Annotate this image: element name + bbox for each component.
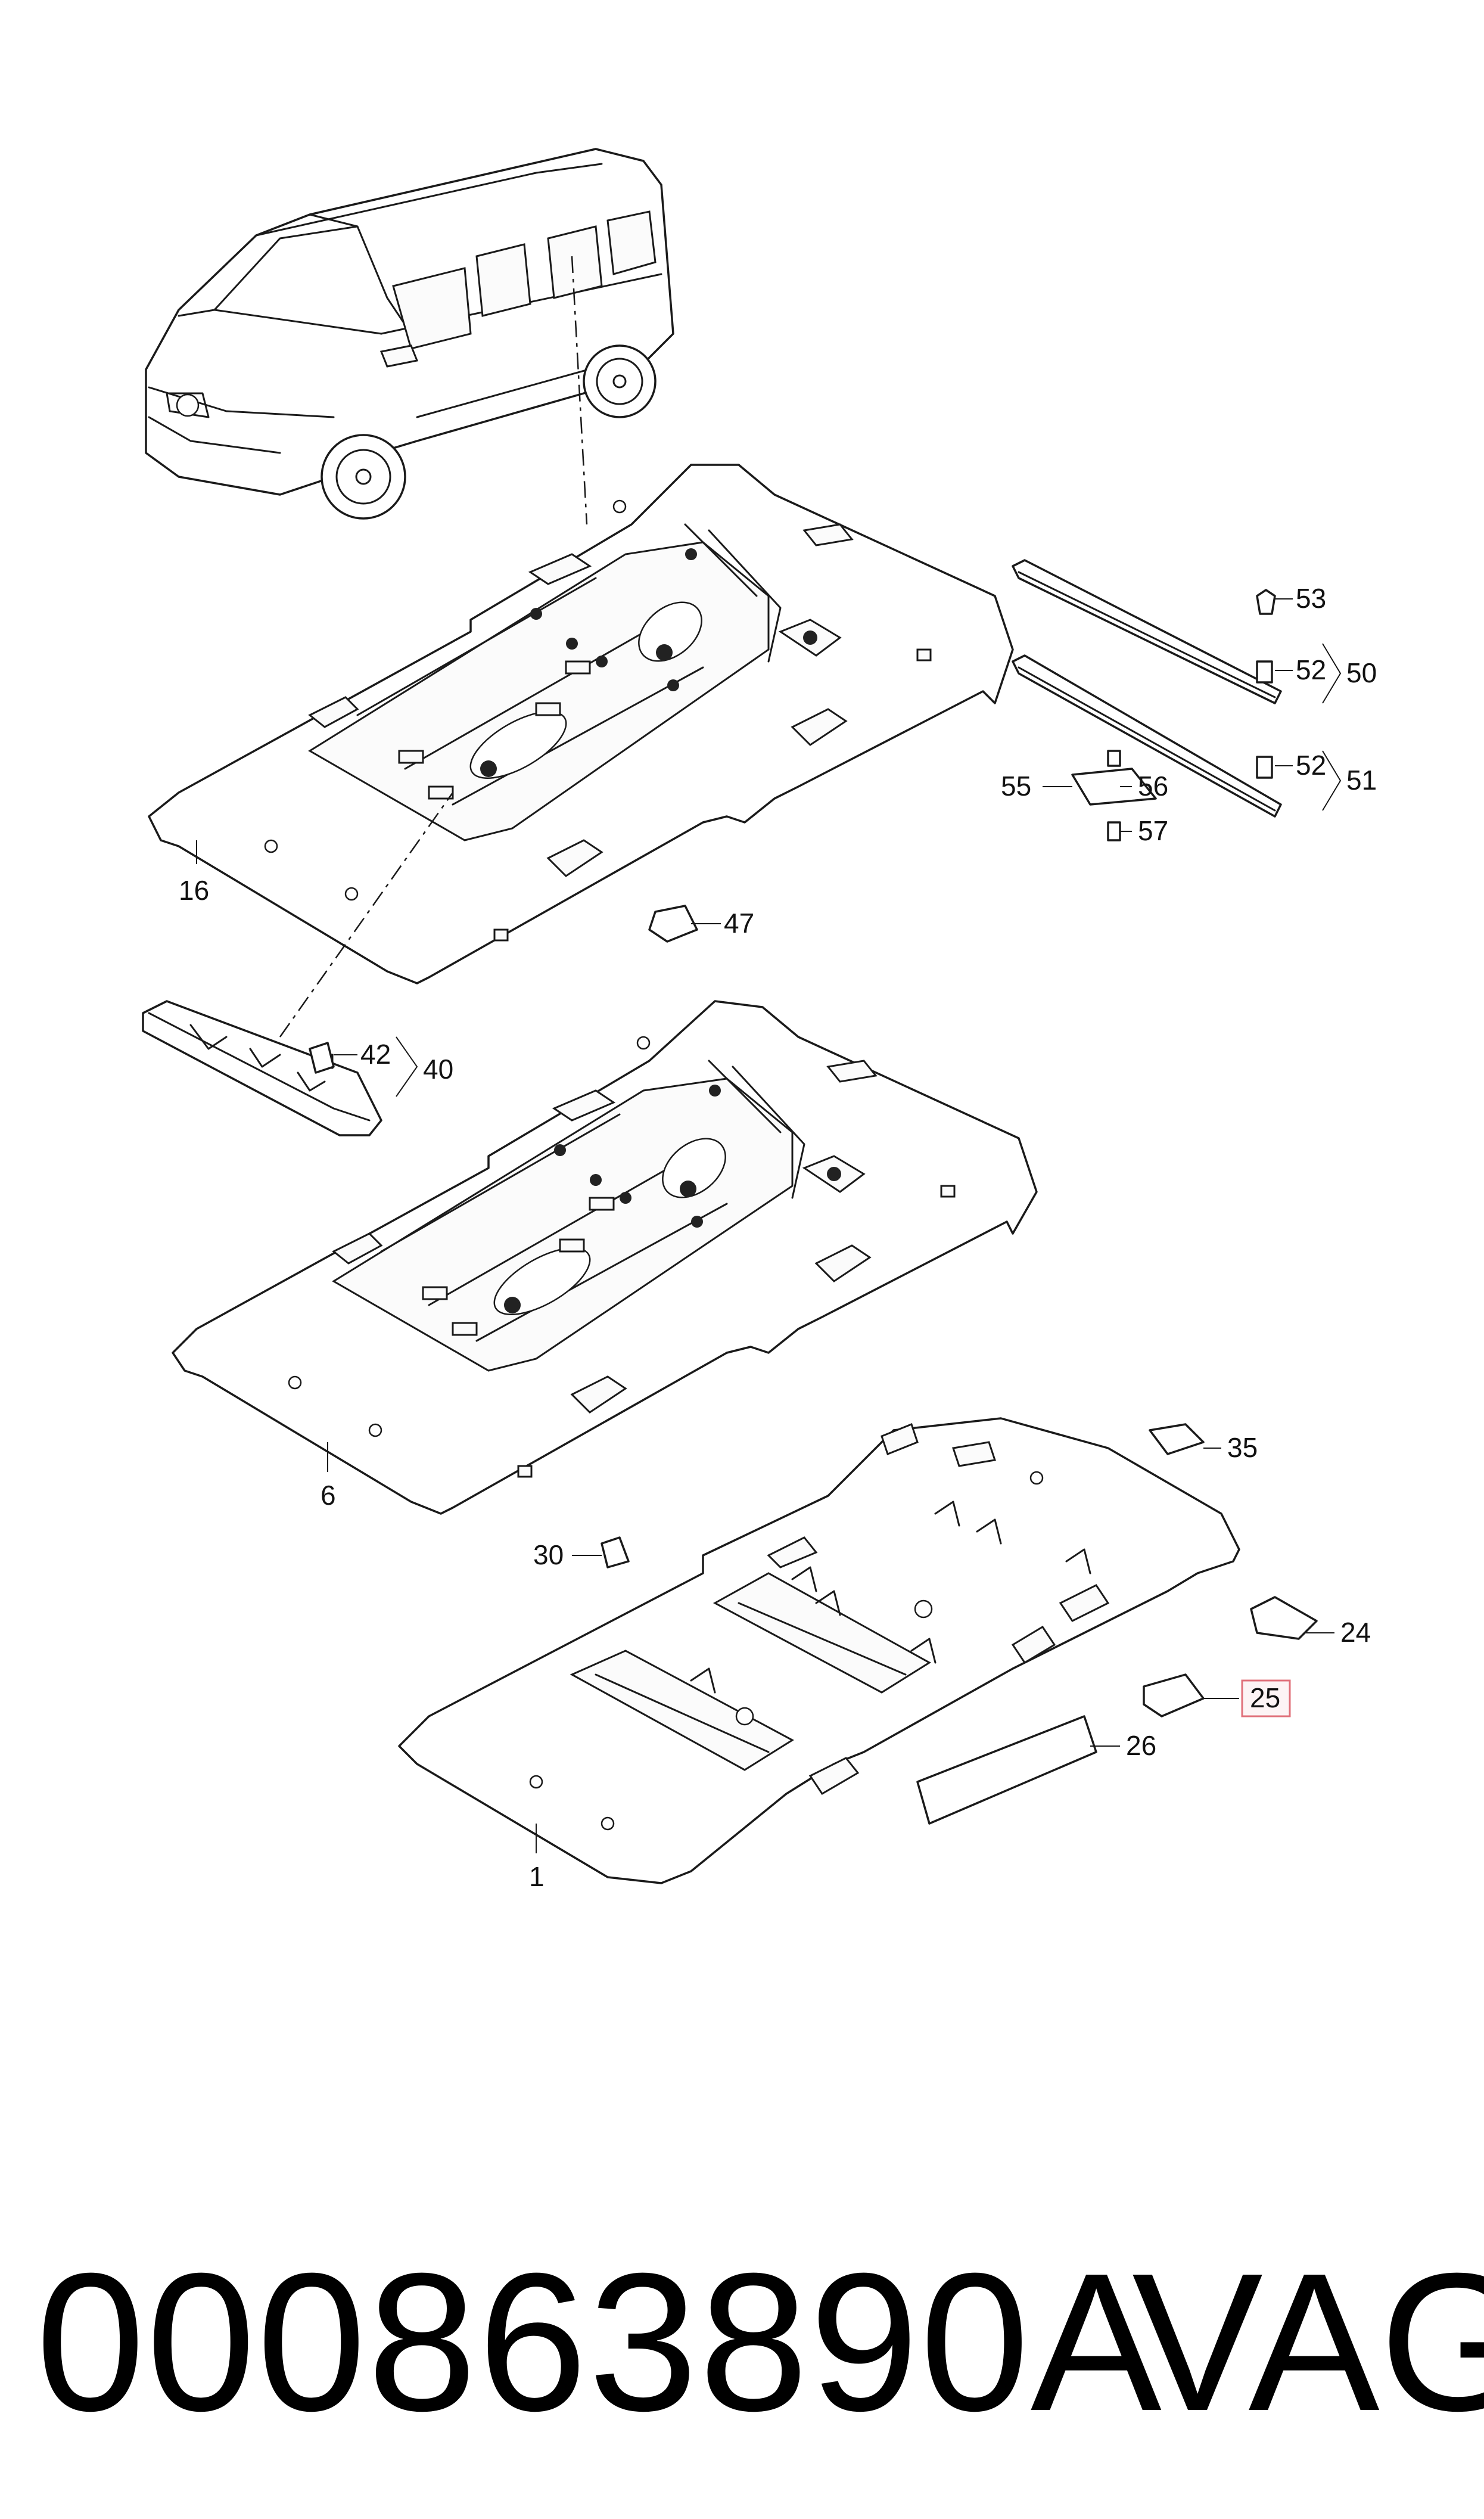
- brand-name: VAG: [1132, 2232, 1484, 2452]
- callout-1: 1: [529, 1861, 545, 1892]
- callout-56: 56: [1138, 771, 1168, 802]
- part-number: 000863890A: [36, 2232, 1163, 2452]
- roof-rail-50: [1012, 559, 1282, 704]
- highlight-box: [1241, 1679, 1291, 1717]
- callout-47: 47: [724, 908, 754, 939]
- callout-35: 35: [1227, 1432, 1258, 1463]
- callout-50: 50: [1346, 657, 1377, 688]
- leader-line: [571, 256, 588, 525]
- van-illustration: [145, 148, 674, 520]
- headliner-16: [148, 464, 1014, 984]
- callout-30: 30: [533, 1539, 564, 1570]
- callout-25: 25: [1250, 1682, 1280, 1713]
- callout-24: 24: [1340, 1617, 1371, 1648]
- leader-line-40: [279, 792, 454, 1038]
- headliner-6: [172, 1000, 1038, 1515]
- footer: 000863890A VAG: [0, 2229, 1484, 2455]
- callout-16: 16: [179, 875, 209, 906]
- callout-51: 51: [1346, 765, 1377, 796]
- crossmember-40: [142, 1000, 382, 1136]
- callout-55: 55: [1001, 771, 1031, 802]
- callout-leaders: [196, 598, 1342, 1853]
- callout-57: 57: [1138, 815, 1168, 846]
- callout-40: 40: [423, 1054, 453, 1085]
- fasteners: [309, 589, 1318, 1825]
- callout-52-b: 52: [1296, 750, 1326, 781]
- callout-26: 26: [1126, 1730, 1156, 1761]
- callout-6: 6: [321, 1480, 336, 1511]
- callout-52-a: 52: [1296, 654, 1326, 685]
- callout-42: 42: [360, 1039, 391, 1070]
- headliner-1: [398, 1417, 1240, 1884]
- roof-rail-51: [1012, 654, 1282, 818]
- callout-53: 53: [1296, 583, 1326, 614]
